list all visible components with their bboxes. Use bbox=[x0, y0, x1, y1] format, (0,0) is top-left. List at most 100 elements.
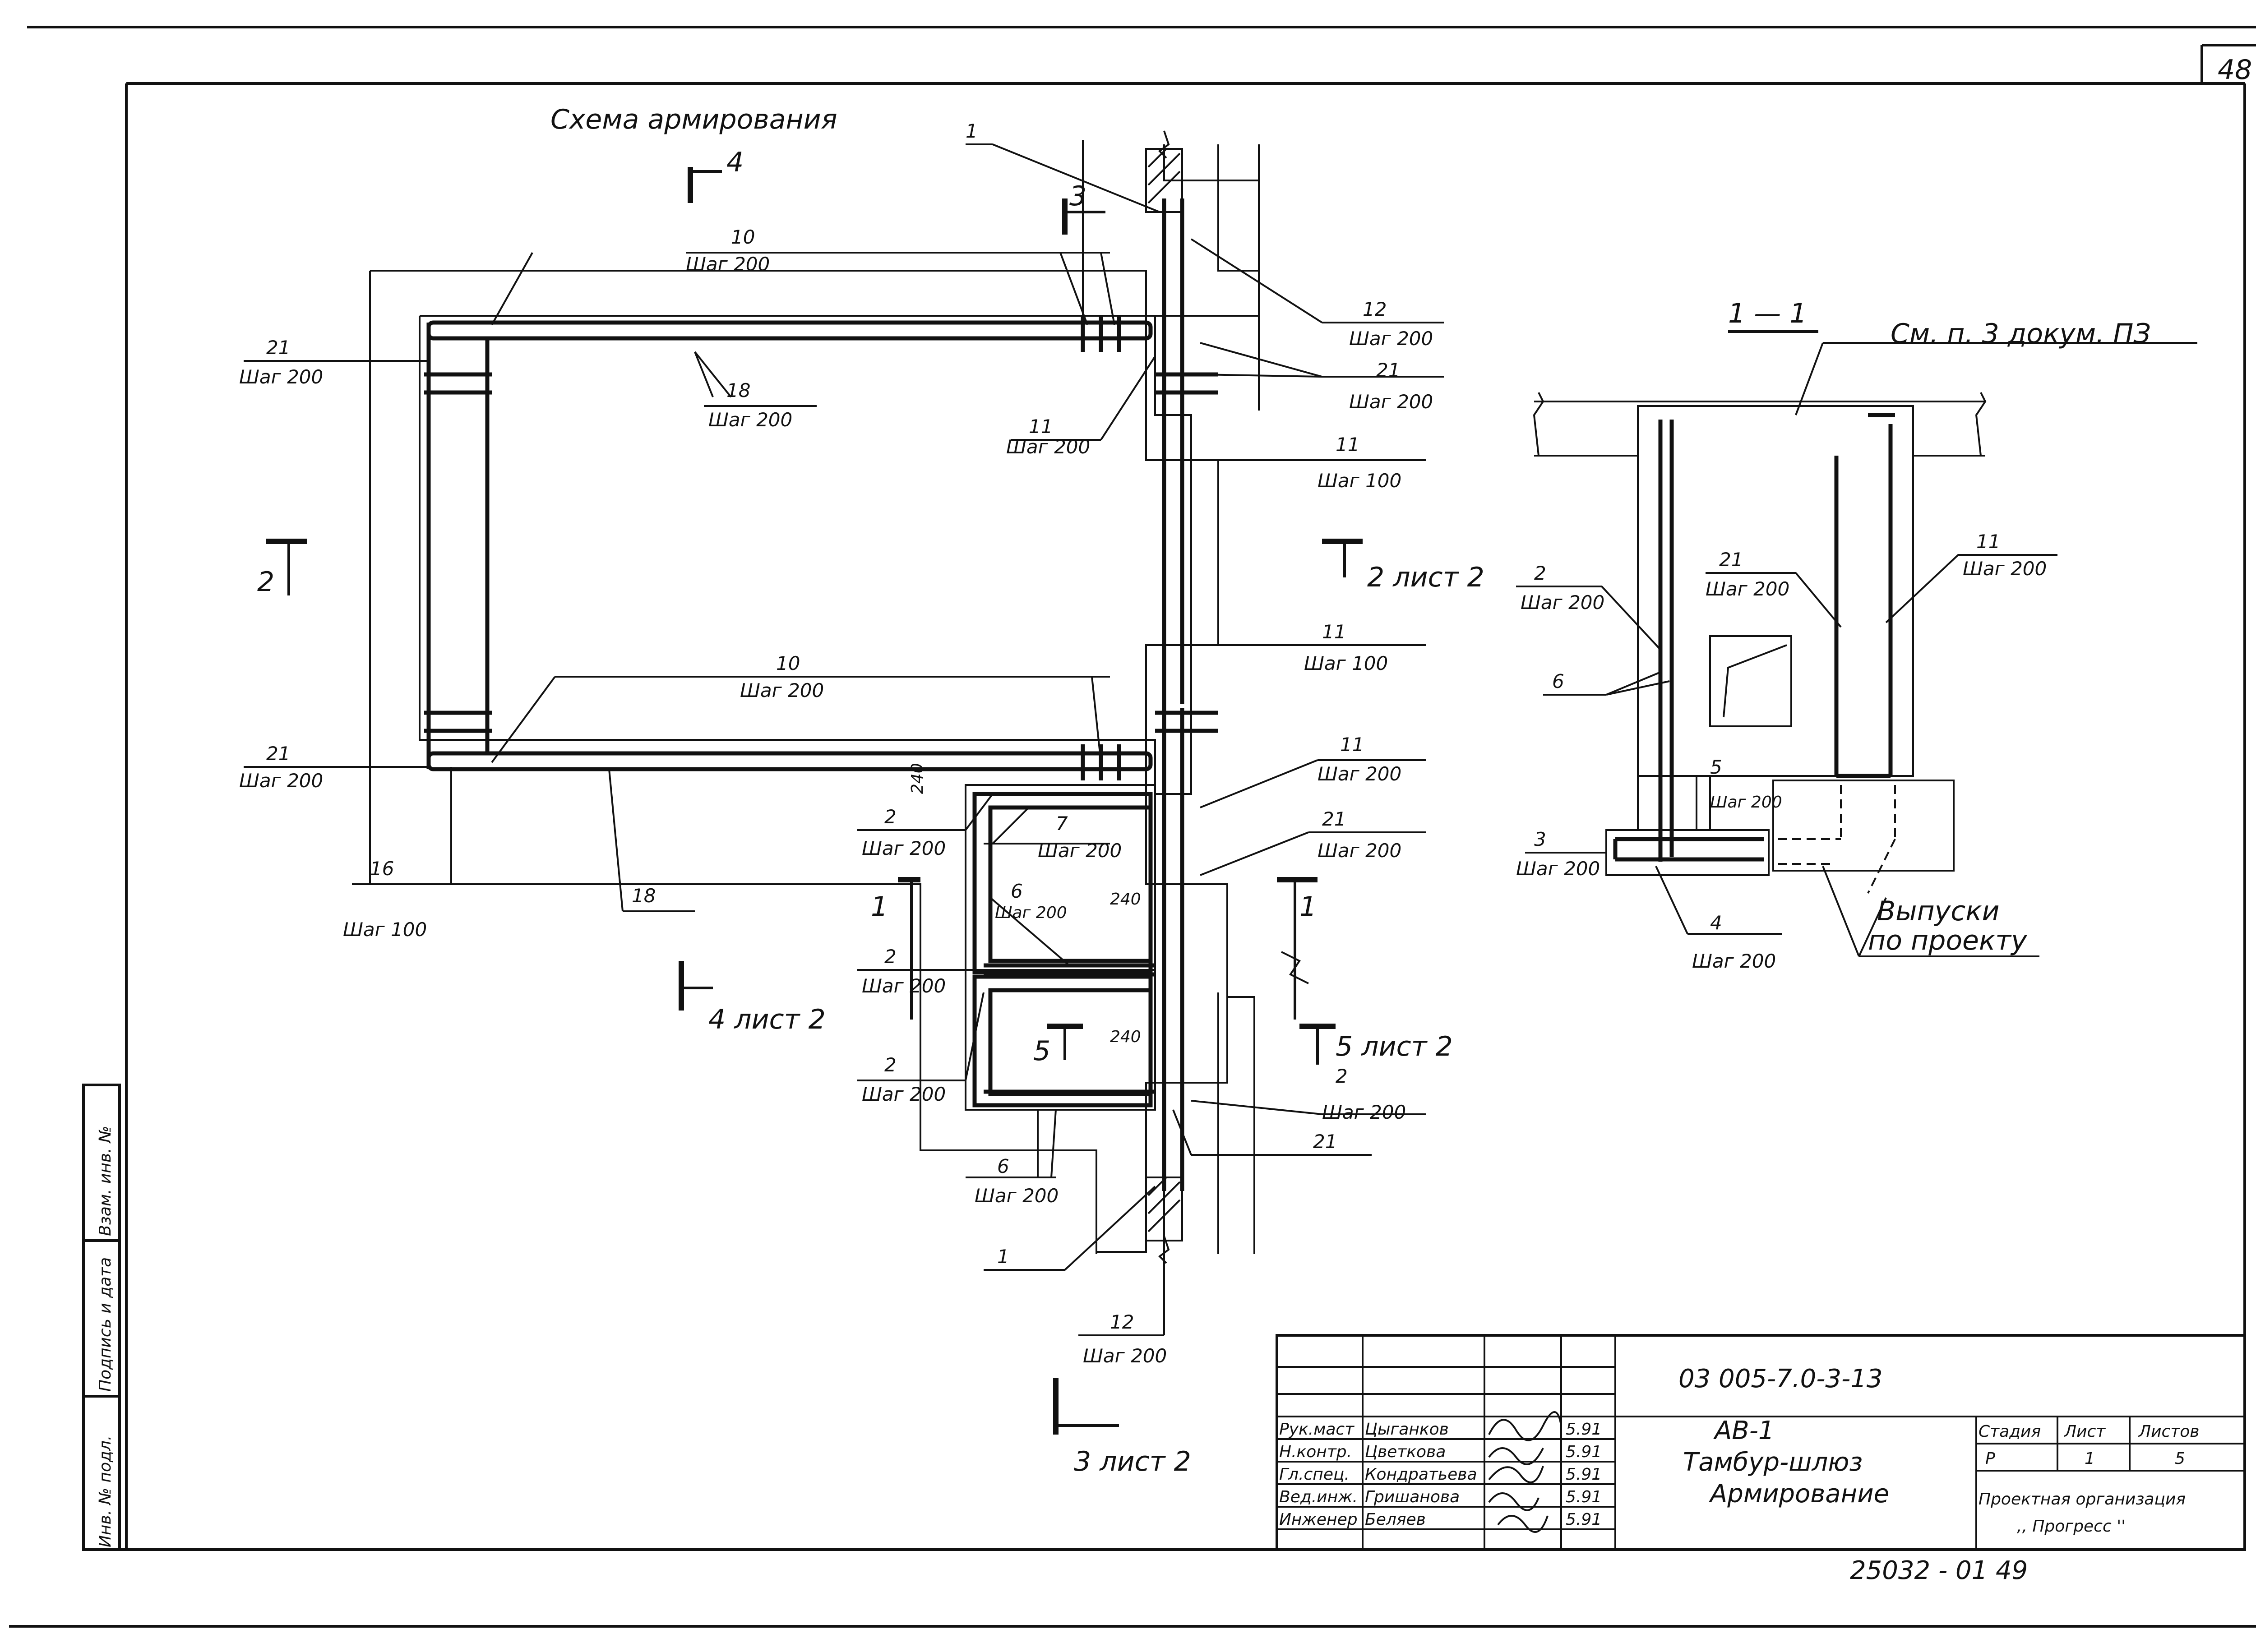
callout-step: Шаг 100 bbox=[343, 918, 427, 941]
callout-mark: 2 bbox=[1336, 1065, 1348, 1087]
callout-step: Шаг 200 bbox=[862, 1083, 946, 1105]
name: Цыганков bbox=[1365, 1420, 1449, 1439]
cut2-right-label: 2 лист 2 bbox=[1367, 562, 1484, 593]
callout-step: Шаг 200 bbox=[862, 837, 946, 859]
callout-mark: 11 bbox=[1336, 434, 1359, 456]
section-callout-mark: 4 bbox=[1710, 912, 1722, 934]
section-callout-mark: 2 bbox=[1534, 562, 1546, 584]
callout-mark: 18 bbox=[726, 379, 750, 401]
sheets-value: 5 bbox=[2175, 1449, 2185, 1468]
callout-step: Шаг 100 bbox=[1318, 470, 1401, 492]
release-note-2: по проекту bbox=[1868, 925, 2028, 956]
section-callout-step: Шаг 200 bbox=[1710, 793, 1782, 812]
org-line-2: ,, Прогресс '' bbox=[2017, 1517, 2126, 1536]
name: Беляев bbox=[1365, 1510, 1426, 1529]
callout-step: Шаг 200 bbox=[239, 770, 323, 792]
callout-step: Шаг 100 bbox=[1304, 652, 1388, 674]
callout-step: Шаг 200 bbox=[740, 679, 824, 701]
callout-mark: 2 bbox=[884, 946, 897, 968]
cut5-right-label: 5 лист 2 bbox=[1336, 1031, 1453, 1062]
title-line-3: Армирование bbox=[1709, 1479, 1889, 1509]
release-note-1: Выпуски bbox=[1877, 895, 2000, 927]
title-line-2: Тамбур-шлюз bbox=[1683, 1448, 1863, 1477]
doc-code: 03 005-7.0-3-13 bbox=[1678, 1364, 1883, 1394]
callout-step: Шаг 200 bbox=[1038, 840, 1122, 862]
sheet-value: 1 bbox=[2085, 1449, 2095, 1468]
role: Вед.инж. bbox=[1279, 1488, 1358, 1506]
section-callout-mark: 11 bbox=[1976, 531, 2000, 553]
margin-podpis: Подпись и дата bbox=[96, 1257, 115, 1392]
section-drawing bbox=[1533, 342, 2197, 894]
plan-outline bbox=[369, 130, 1309, 1264]
callout-mark: 18 bbox=[632, 885, 656, 907]
callout-mark: 16 bbox=[370, 858, 394, 880]
callout-step: Шаг 200 bbox=[995, 904, 1067, 922]
date: 5.91 bbox=[1566, 1510, 1602, 1529]
section-title: 1 — 1 bbox=[1728, 298, 1807, 329]
callout-mark: 21 bbox=[1322, 808, 1346, 830]
role: Гл.спец. bbox=[1279, 1465, 1350, 1484]
stage-value: Р bbox=[1985, 1449, 1995, 1468]
name: Гришанова bbox=[1365, 1488, 1460, 1506]
title-block-roles: Рук.маст Н.контр. Гл.спец. Вед.инж. Инже… bbox=[1279, 1420, 1602, 1529]
callout-mark: 12 bbox=[1363, 298, 1387, 320]
callout-mark: 2 bbox=[884, 806, 897, 828]
section-callout-mark: 3 bbox=[1534, 828, 1546, 850]
cut4-bottom-label: 4 лист 2 bbox=[708, 1004, 826, 1035]
section-callout-mark: 6 bbox=[1552, 670, 1564, 692]
stage-label: Стадия bbox=[1979, 1422, 2041, 1441]
callout-step: Шаг 200 bbox=[1318, 840, 1401, 862]
sheet-border bbox=[9, 26, 2256, 1628]
title-line-1: АВ-1 bbox=[1713, 1416, 1775, 1445]
callout-labels: 1 10 Шаг 200 12 Шаг 200 21 Шаг 200 21 Ша… bbox=[239, 120, 1433, 1367]
date: 5.91 bbox=[1566, 1488, 1602, 1506]
plan-rebar bbox=[424, 198, 1218, 1191]
callout-step: Шаг 200 bbox=[1318, 763, 1401, 785]
section-callout-labels: 11 Шаг 200 2 Шаг 200 21 Шаг 200 6 5 Шаг … bbox=[1516, 531, 2047, 972]
callout-mark: 21 bbox=[1313, 1131, 1337, 1153]
cut1-right-label: 1 bbox=[1299, 891, 1317, 923]
section-callout-step: Шаг 200 bbox=[1516, 858, 1600, 880]
callout-mark: 1 bbox=[966, 120, 978, 142]
role: Инженер bbox=[1279, 1510, 1358, 1529]
sheets-label: Листов bbox=[2138, 1422, 2199, 1441]
callout-mark: 11 bbox=[1322, 621, 1346, 643]
callout-step: Шаг 200 bbox=[862, 975, 946, 997]
sheet-number: 48 bbox=[2218, 54, 2252, 86]
date: 5.91 bbox=[1566, 1420, 1602, 1439]
callout-mark: 11 bbox=[1029, 415, 1053, 438]
callout-mark: 21 bbox=[266, 337, 290, 359]
name: Кондратьева bbox=[1365, 1465, 1477, 1484]
note-reference: См. п. 3 докум. ПЗ bbox=[1891, 318, 2151, 350]
title-block bbox=[1276, 1334, 2246, 1551]
margin-vzam: Взам. инв. № bbox=[96, 1126, 115, 1236]
section-callout-step: Шаг 200 bbox=[1963, 558, 2047, 580]
callout-mark: 10 bbox=[776, 652, 800, 674]
sheet-label: Лист bbox=[2063, 1422, 2106, 1441]
callout-mark: 21 bbox=[1376, 359, 1400, 381]
callout-step: Шаг 200 bbox=[975, 1185, 1059, 1207]
dim-240-b: 240 bbox=[1110, 890, 1141, 909]
callout-step: Шаг 200 bbox=[1083, 1345, 1167, 1367]
cut2-left-label: 2 bbox=[257, 566, 274, 598]
callout-mark: 6 bbox=[1011, 880, 1023, 902]
callout-step: Шаг 200 bbox=[708, 409, 792, 431]
callout-step: Шаг 200 bbox=[1006, 436, 1090, 458]
callout-mark: 12 bbox=[1110, 1311, 1134, 1333]
cut1-left-label: 1 bbox=[871, 891, 888, 923]
callout-step: Шаг 200 bbox=[1349, 328, 1433, 350]
plan-title: Схема армирования bbox=[550, 104, 837, 135]
callout-mark: 1 bbox=[997, 1246, 1009, 1268]
plan-leaders bbox=[244, 143, 1444, 1336]
callout-step: Шаг 200 bbox=[1322, 1101, 1406, 1123]
dim-240-c: 240 bbox=[1110, 1028, 1141, 1046]
callout-mark: 21 bbox=[266, 743, 290, 765]
dim-240-a: 240 bbox=[908, 763, 927, 794]
cut4-top-label: 4 bbox=[726, 147, 744, 178]
section-callout-step: Шаг 200 bbox=[1706, 578, 1789, 600]
role: Рук.маст bbox=[1279, 1420, 1355, 1439]
callout-mark: 6 bbox=[997, 1155, 1009, 1177]
section-callout-mark: 5 bbox=[1710, 756, 1722, 778]
callout-step: Шаг 200 bbox=[686, 253, 770, 275]
